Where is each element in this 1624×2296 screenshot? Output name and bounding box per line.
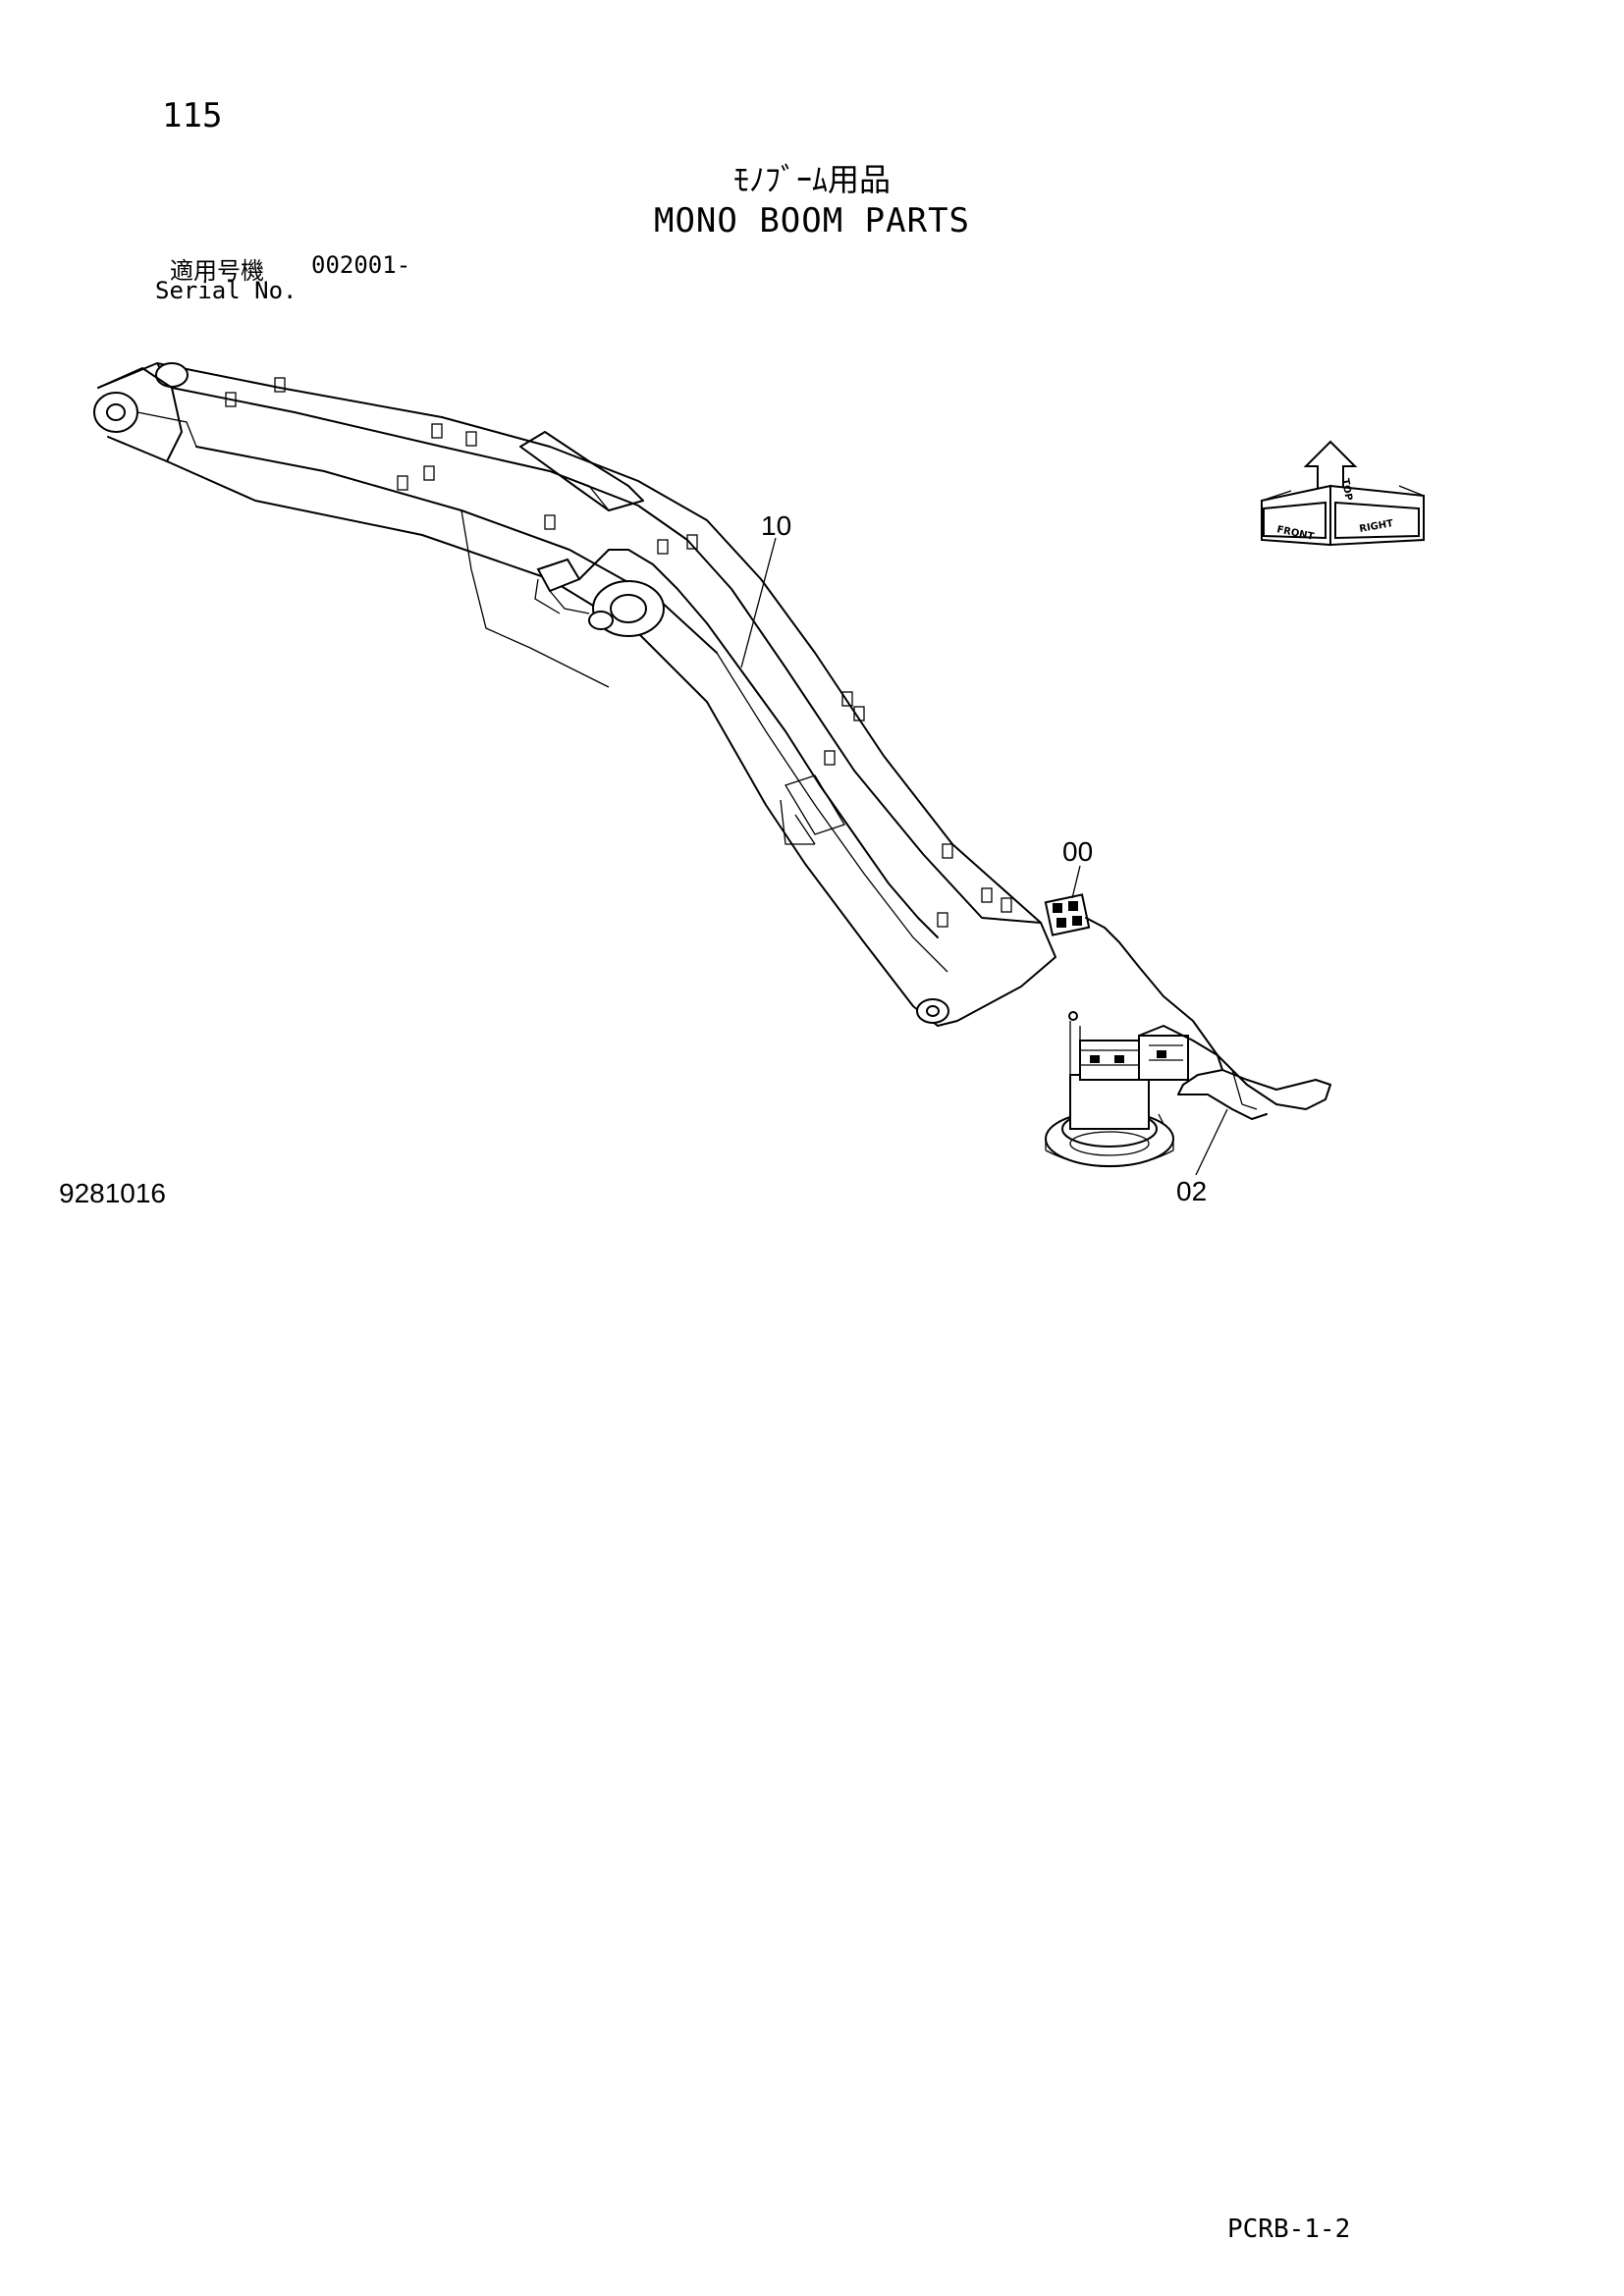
swing-motor-assembly [1045, 1011, 1189, 1168]
callout-10: 10 [761, 510, 792, 541]
callout-00: 00 [1062, 836, 1094, 867]
callout-leader-00 [1071, 865, 1081, 899]
callout-02: 02 [1176, 1176, 1208, 1206]
mono-boom [93, 362, 1056, 1027]
serial-label: Serial No. [155, 277, 298, 304]
callout-leader-10 [740, 537, 777, 668]
sheet-code: PCRB-1-2 [1227, 2215, 1351, 2244]
harness-part-10 [534, 549, 939, 938]
orientation-top-label: TOP [1339, 478, 1354, 502]
page-number: 115 [162, 96, 223, 135]
drawing-code: 9281016 [59, 1178, 167, 1208]
sensor-part-00 [1044, 893, 1218, 1056]
serial-range: 002001- [311, 251, 411, 279]
serial-label-japanese: 適用号機 [170, 257, 264, 285]
page-title: MONO BOOM PARTS [653, 201, 971, 240]
orientation-indicator-icon: FRONT RIGHT TOP [1261, 440, 1425, 547]
callout-leader-02 [1195, 1108, 1228, 1176]
page-title-japanese: ﾓﾉﾌﾞｰﾑ用品 [732, 161, 891, 198]
harness-part-02 [1138, 1025, 1331, 1120]
